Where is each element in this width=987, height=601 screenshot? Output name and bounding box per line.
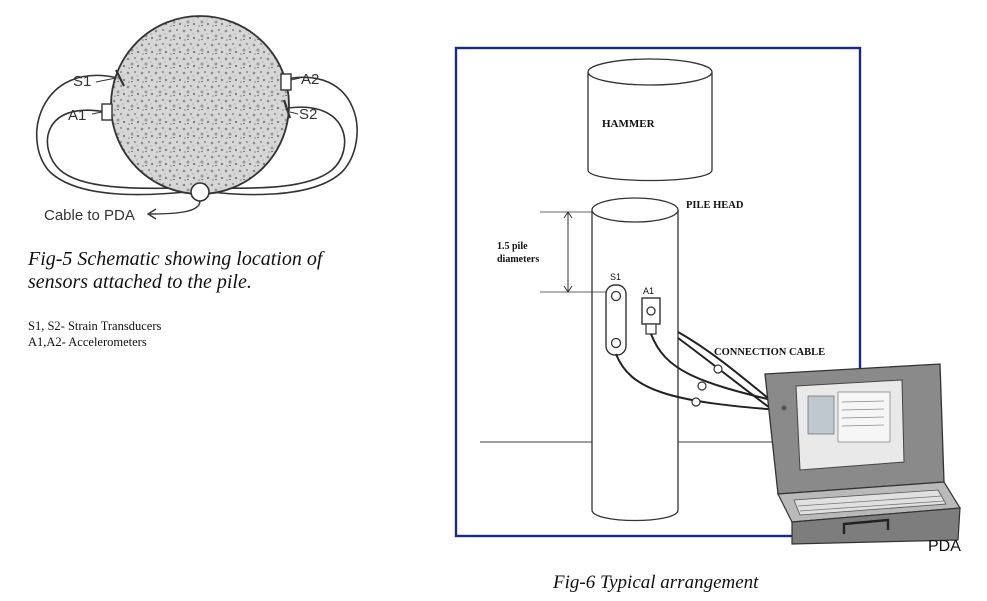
sensor-s1-mark (115, 69, 125, 87)
cable-loop-right-outer (203, 76, 358, 196)
label-a1-pile: A1 (643, 286, 654, 296)
label-s1-pile: S1 (610, 272, 621, 282)
leader-a2 (290, 77, 301, 81)
fig5-caption-line1: Fig-5 Schematic showing location of (28, 248, 323, 270)
leader-a1 (91, 111, 103, 115)
sensor-a1-block (101, 103, 113, 121)
label-distance-line2: diameters (497, 254, 539, 265)
accelerometer-a1 (641, 297, 661, 335)
label-s2: S2 (299, 106, 317, 123)
label-s1: S1 (73, 73, 91, 90)
pda-unit (764, 363, 962, 545)
label-pda: PDA (928, 538, 961, 555)
sensor-legend: S1, S2- Strain Transducers A1,A2- Accele… (28, 318, 161, 350)
cable-loop-right (203, 106, 346, 190)
leader-s2 (289, 111, 299, 115)
cable-connector (691, 397, 701, 407)
label-a1: A1 (68, 107, 86, 124)
label-pile-head: PILE HEAD (686, 200, 744, 211)
legend-item-accelerometer: A1,A2- Accelerometers (28, 335, 147, 349)
sensor-a2-block (280, 73, 292, 91)
label-cable-to-pda: Cable to PDA (44, 207, 135, 224)
strain-sensor-s1 (605, 284, 627, 356)
legend-item-strain: S1, S2- Strain Transducers (28, 319, 162, 333)
label-a2: A2 (301, 71, 319, 88)
pile (591, 197, 679, 522)
arrow-head-icon (146, 208, 157, 220)
leader-s1 (95, 77, 117, 83)
hammer (587, 58, 713, 182)
fig5-schematic: S1 A1 A2 S2 Cable to PDA (36, 15, 358, 224)
pile-cross-section (110, 15, 290, 195)
cable-junction (190, 182, 210, 202)
cable-connector (697, 381, 707, 391)
sensor-s2-mark (282, 99, 292, 119)
fig5-caption-line2: sensors attached to the pile. (28, 271, 252, 293)
cable-connector (713, 364, 723, 374)
label-hammer: HAMMER (602, 118, 656, 130)
dimension-marker (540, 211, 618, 293)
cable-to-pda-arrow (149, 200, 201, 215)
cable-loop-left (46, 109, 197, 190)
label-distance-line1: 1.5 pile (497, 241, 528, 252)
fig5-caption: Fig-5 Schematic showing location of sens… (28, 248, 388, 294)
fig6-arrangement: HAMMER PILE HEAD 1.5 pile diameters S1 A… (454, 46, 962, 545)
fig6-caption: Fig-6 Typical arrangement (553, 572, 759, 593)
cable-loop-left-outer (36, 74, 197, 196)
label-connection-cable: CONNECTION CABLE (714, 347, 825, 358)
